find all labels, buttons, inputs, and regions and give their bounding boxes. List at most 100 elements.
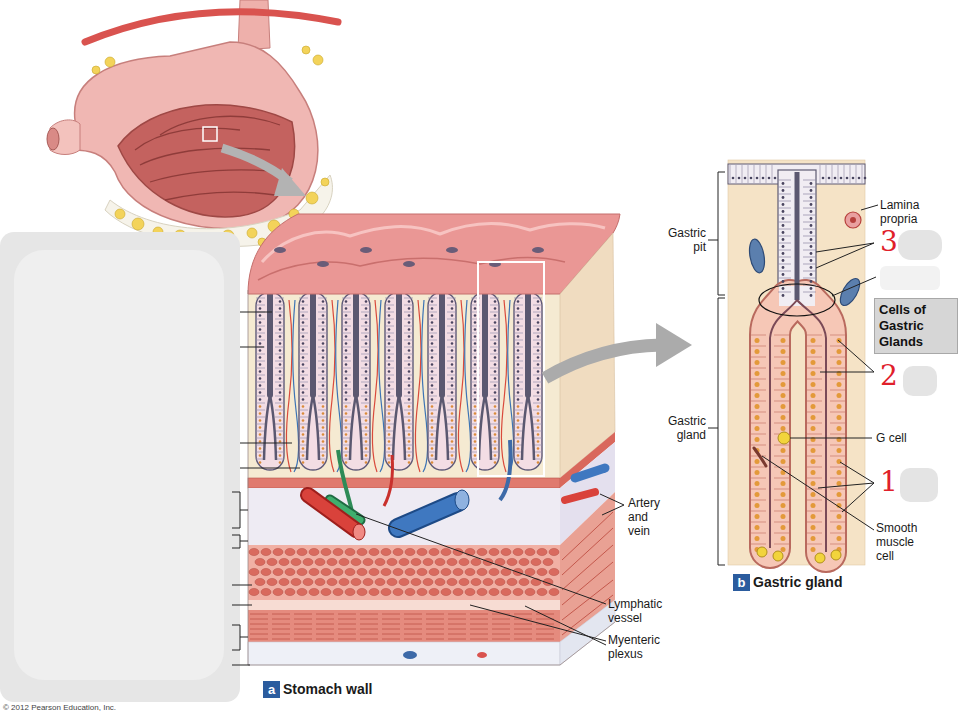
nucleus (322, 398, 325, 401)
nucleus (858, 177, 861, 180)
nucleus (494, 314, 497, 317)
nucleus (345, 391, 348, 394)
nucleus (474, 370, 477, 373)
nucleus (388, 384, 391, 387)
muscle-cell (525, 548, 535, 555)
muscle-cell (285, 548, 295, 555)
nucleus (365, 419, 368, 422)
capillary (293, 300, 299, 472)
nucleus (781, 360, 786, 365)
nucleus (408, 398, 411, 401)
nucleus (517, 342, 520, 345)
cell-border (299, 452, 327, 453)
gastric-gland-panel (356, 160, 942, 645)
capillary (329, 300, 335, 472)
muscle-cell (471, 578, 481, 585)
nucleus (474, 349, 477, 352)
muscle-cell (357, 548, 367, 555)
g-cell (757, 547, 767, 557)
nucleus (755, 360, 760, 365)
nucleus (494, 328, 497, 331)
cell-border (385, 431, 413, 432)
nucleus (451, 307, 454, 310)
muscle-cell (399, 558, 409, 565)
nucleus (408, 440, 411, 443)
nucleus (345, 370, 348, 373)
nucleus (810, 266, 813, 269)
nucleus (810, 280, 813, 283)
nucleus (755, 525, 760, 530)
g-cell (778, 432, 790, 444)
nucleus (345, 307, 348, 310)
capillary (336, 300, 342, 472)
cell-border (850, 165, 851, 183)
nucleus (408, 307, 411, 310)
nucleus (811, 448, 816, 453)
key-heading: Cells of Gastric Glands (879, 302, 953, 350)
nucleus (810, 217, 813, 220)
callout-number: 1 (880, 466, 898, 498)
nucleus (781, 426, 786, 431)
nucleus (768, 177, 771, 180)
nucleus (494, 370, 497, 373)
nucleus (537, 307, 540, 310)
vein (398, 502, 458, 528)
nucleus (810, 259, 813, 262)
muscle-cell (303, 578, 313, 585)
muscle-cell (441, 548, 451, 555)
nucleus (451, 440, 454, 443)
capillary (465, 300, 471, 472)
nucleus (345, 363, 348, 366)
nucleus (431, 461, 434, 464)
nucleus (279, 363, 282, 366)
muscle-cell (519, 578, 529, 585)
nucleus (279, 384, 282, 387)
nucleus (811, 393, 816, 398)
nucleus (517, 426, 520, 429)
cell-border (471, 403, 499, 404)
nucleus (322, 426, 325, 429)
nucleus (837, 404, 842, 409)
callout-number: 2 (880, 360, 898, 392)
nucleus (537, 321, 540, 324)
muscle-cell (495, 578, 505, 585)
nucleus (451, 370, 454, 373)
nucleus (822, 177, 825, 180)
nucleus (837, 492, 842, 497)
cell-border (471, 445, 499, 446)
cell-border (385, 452, 413, 453)
nucleus (365, 405, 368, 408)
nucleus (755, 349, 760, 354)
nucleus (517, 440, 520, 443)
nucleus (537, 426, 540, 429)
nucleus (365, 433, 368, 436)
muscle-cell (525, 588, 535, 595)
pit-opening (360, 247, 372, 253)
nucleus (322, 461, 325, 464)
nucleus (302, 405, 305, 408)
nucleus (451, 356, 454, 359)
nucleus (431, 314, 434, 317)
nucleus (810, 189, 813, 192)
nucleus (322, 447, 325, 450)
nucleus (810, 252, 813, 255)
nucleus (365, 356, 368, 359)
muscle-cell (279, 558, 289, 565)
capillary (379, 300, 385, 472)
nucleus (365, 377, 368, 380)
cell-border (256, 459, 284, 460)
cell-border (299, 438, 327, 439)
cell-label: G cell (876, 431, 907, 445)
nucleus (259, 314, 262, 317)
nucleus (451, 405, 454, 408)
venule (500, 440, 511, 500)
cell-border (736, 165, 737, 183)
muscle-cell (327, 558, 337, 565)
muscle-cell (249, 588, 259, 595)
nucleus (408, 300, 411, 303)
nucleus (388, 405, 391, 408)
nucleus (810, 245, 813, 248)
nucleus (537, 412, 540, 415)
nucleus (322, 370, 325, 373)
